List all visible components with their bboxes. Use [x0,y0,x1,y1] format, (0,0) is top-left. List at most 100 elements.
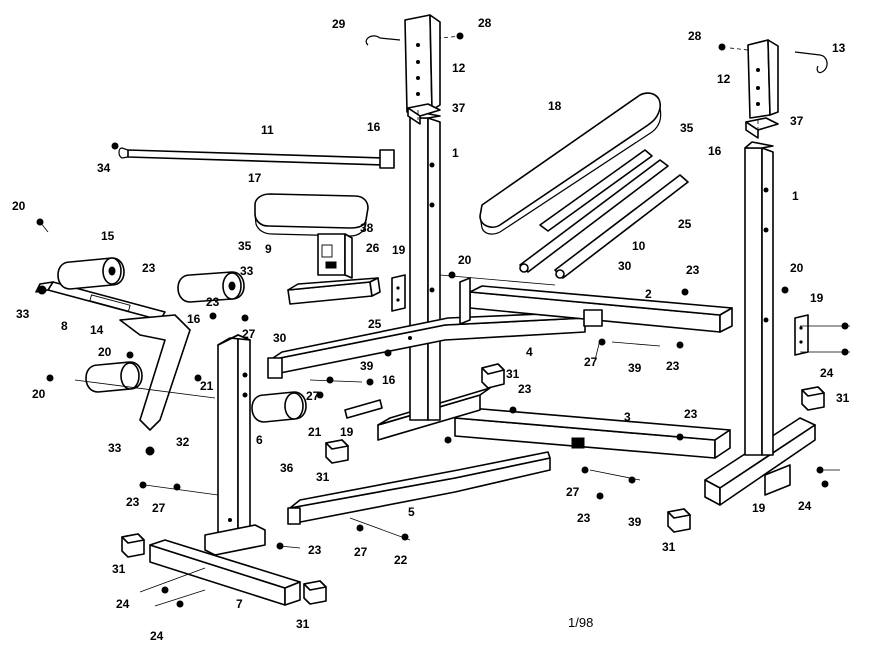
seat-bracket-38 [317,233,353,279]
end-cap-31-b [325,439,349,464]
label-21: 21 [200,379,214,393]
label-27: 27 [306,389,320,403]
seat-rail-9 [287,277,381,305]
label-34: 34 [97,161,111,175]
label-31: 31 [662,540,676,554]
label-31: 31 [296,617,310,631]
label-39: 39 [360,359,374,373]
end-cap-31-c [121,533,145,558]
label-39: 39 [628,361,642,375]
label-19: 19 [340,425,354,439]
label-36: 36 [280,461,294,475]
label-24: 24 [116,597,130,611]
upright-6 [204,334,266,556]
footer-revision: 1/98 [568,615,593,630]
label-35: 35 [680,121,694,135]
label-28: 28 [688,29,702,43]
back-pad-18 [479,92,662,235]
label-23: 23 [142,261,156,275]
label-20: 20 [790,261,804,275]
upright-1-right [744,141,774,456]
label-20: 20 [32,387,46,401]
label-16: 16 [367,120,381,134]
label-33: 33 [108,441,122,455]
label-32: 32 [176,435,190,449]
bracket-19-b [794,314,809,356]
roller-pad-15 [57,257,125,290]
hook-13 [794,51,828,74]
label-12: 12 [717,72,731,86]
label-27: 27 [584,355,598,369]
label-27: 27 [566,485,580,499]
label-11: 11 [261,123,274,137]
label-10: 10 [632,239,646,253]
label-9: 9 [265,242,272,256]
rear-rail-2 [459,277,733,333]
label-16: 16 [187,312,201,326]
label-31: 31 [506,367,520,381]
end-cap-31-d [303,580,327,605]
label-21: 21 [308,425,322,439]
label-3: 3 [624,410,631,424]
back-support-10 [519,149,689,279]
label-22: 22 [394,553,408,567]
label-23: 23 [686,263,700,277]
label-26: 26 [366,241,380,255]
label-31: 31 [836,391,850,405]
base-crossbar-5 [287,451,551,525]
roller-pad-right [251,391,307,423]
label-27: 27 [242,327,256,341]
end-cap-31-e [667,508,691,533]
leg-lift-arm-8 [35,281,191,431]
label-31: 31 [316,470,330,484]
bracket-19-d [764,464,791,496]
label-27: 27 [152,501,166,515]
label-33: 33 [240,264,254,278]
label-15: 15 [101,229,115,243]
label-4: 4 [526,345,533,359]
bolt-28-right [718,43,726,51]
label-25: 25 [368,317,382,331]
label-31: 31 [112,562,126,576]
label-14: 14 [90,323,104,337]
label-23: 23 [126,495,140,509]
label-12: 12 [452,61,466,75]
label-6: 6 [256,433,263,447]
label-18: 18 [548,99,562,113]
label-37: 37 [790,114,804,128]
upright-1-center [409,111,441,421]
label-20: 20 [98,345,112,359]
label-17: 17 [248,171,262,185]
label-23: 23 [206,295,220,309]
label-20: 20 [458,253,472,267]
upright-extension-12-right [747,39,779,119]
label-5: 5 [408,505,415,519]
label-35: 35 [238,239,252,253]
bracket-19-a [391,274,406,312]
label-1: 1 [452,146,459,160]
hook-29 [365,35,401,46]
label-27: 27 [354,545,368,559]
label-25: 25 [678,217,692,231]
label-28: 28 [478,16,492,30]
label-19: 19 [392,243,406,257]
label-23: 23 [308,543,322,557]
label-24: 24 [150,629,164,643]
label-19: 19 [810,291,824,305]
upright-extension-12-left [404,14,441,113]
label-2: 2 [645,287,652,301]
label-30: 30 [618,259,632,273]
label-39: 39 [628,515,642,529]
label-19: 19 [752,501,766,515]
label-23: 23 [577,511,591,525]
label-20: 20 [12,199,26,213]
label-24: 24 [820,366,834,380]
end-cap-31-f [801,386,825,411]
label-8: 8 [61,319,68,333]
seat-17 [254,193,369,237]
label-38: 38 [360,221,374,235]
label-7: 7 [236,597,243,611]
roller-pad-lower [85,361,143,393]
label-23: 23 [518,382,532,396]
